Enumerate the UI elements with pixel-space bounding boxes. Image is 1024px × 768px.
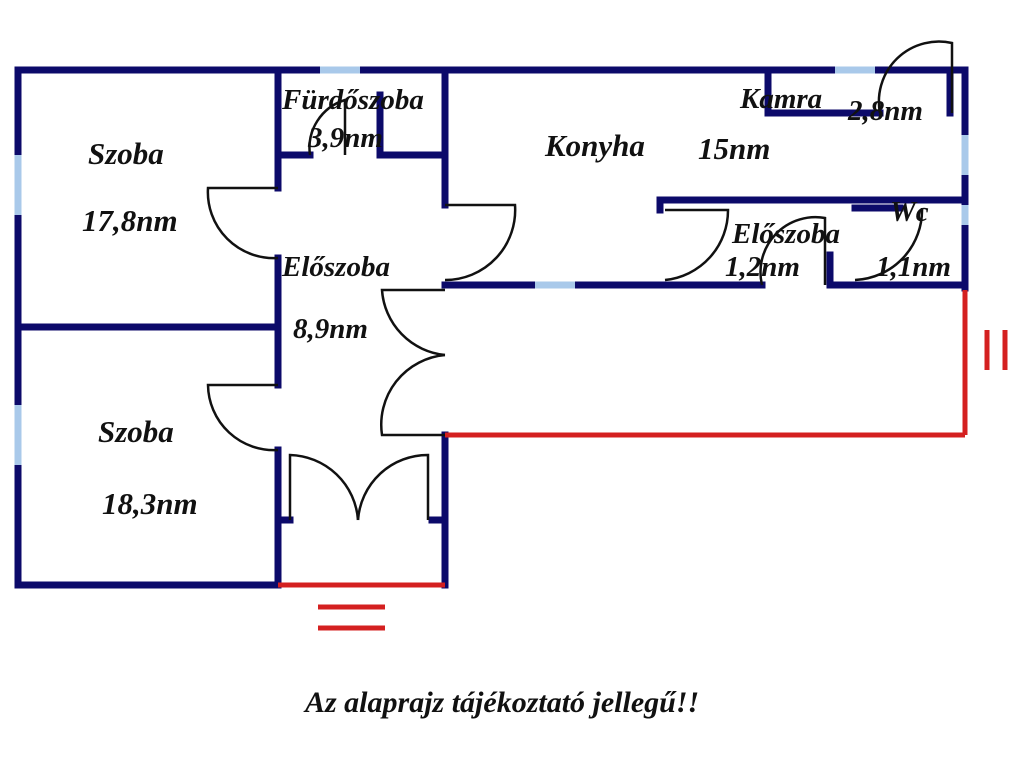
pantry-area: 2,8nm [848,95,923,127]
doors [206,40,954,521]
wc-name: Wc [890,196,929,228]
kitchen-name: Konyha [545,128,645,163]
wc-area: 1,1nm [876,251,951,283]
room-2-name: Szoba [98,414,174,449]
pantry-name: Kamra [740,83,823,115]
bathroom-name: Fürdőszoba [282,84,424,116]
windows [14,66,969,465]
kitchen-area: 15nm [698,131,771,166]
hall-name: Előszoba [282,251,390,283]
room-2-area: 18,3nm [102,486,198,521]
new-walls [278,290,1008,631]
hall-area: 8,9nm [293,313,368,345]
small-hall-name: Előszoba [732,218,840,250]
bathroom-area: 3,9nm [308,122,383,154]
disclaimer-note: Az alaprajz tájékoztató jellegű!! [305,686,700,719]
small-hall-area: 1,2nm [725,251,800,283]
room-1-name: Szoba [88,136,164,171]
room-1-area: 17,8nm [82,203,178,238]
